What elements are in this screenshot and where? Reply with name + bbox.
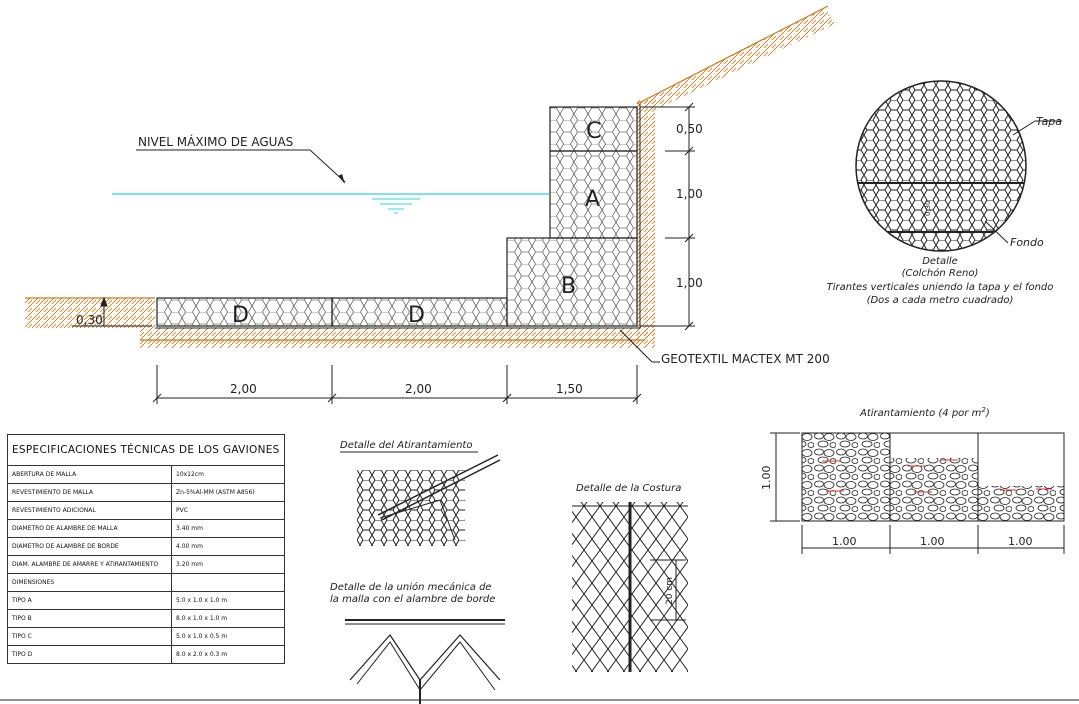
spec-value: 3.20 mm: [171, 555, 285, 574]
table-row: DIAM. ALAMBRE DE AMARRE Y ATIRANTAMIENTO…: [7, 555, 285, 574]
spec-value: 8.0 x 1.0 x 1.0 m: [171, 609, 285, 628]
block-c-label: C: [586, 119, 601, 144]
block-a-label: A: [585, 187, 600, 212]
block-b: [506, 237, 638, 327]
spec-key: DIMENSIONES: [7, 573, 172, 592]
inner-dim: 0,30: [924, 200, 932, 216]
specs-title: ESPECIFICACIONES TÉCNICAS DE LOS GAVIONE…: [7, 434, 285, 466]
costura-mesh: [572, 502, 688, 672]
atir-height-dim: 1.00: [760, 466, 773, 491]
reno-detail-circle: [855, 80, 1062, 252]
spec-key: DIAMETRO DE ALAMBRE DE BORDE: [7, 537, 172, 556]
table-row: DIMENSIONES: [7, 573, 285, 592]
spec-value: 4.00 mm: [171, 537, 285, 556]
right-dimension-chain: [640, 102, 695, 331]
atirantamiento-mesh: [357, 454, 501, 546]
costura-detail-title: Detalle de la Costura: [576, 483, 681, 494]
costura-dim: 20 cm: [665, 577, 675, 605]
dim-right-2: 1,00: [676, 276, 703, 290]
spec-key: DIAMETRO DE ALAMBRE DE MALLA: [7, 519, 172, 538]
spec-value: Zn-5%Al-MM (ASTM A856): [171, 483, 285, 502]
gabion-blocks: [156, 106, 638, 327]
atirantamiento-panels: [801, 432, 1065, 522]
spec-value: PVC: [171, 501, 285, 520]
tapa-label: Tapa: [1036, 115, 1062, 128]
detail-caption-3: (Dos a cada metro cuadrado): [867, 295, 1014, 306]
water-label-leader: [136, 149, 346, 183]
spec-key: REVESTIMIENTO ADICIONAL: [7, 501, 172, 520]
water-label-arrowhead: [338, 174, 345, 184]
soil-hatching: [25, 5, 835, 348]
left-dimension: [72, 296, 152, 327]
detail-caption-1: (Colchón Reno): [902, 267, 979, 279]
dim-bottom-0: 2,00: [230, 382, 257, 396]
union-title-2: la malla con el alambre de borde: [330, 594, 495, 605]
atirantamiento-dims: [770, 432, 1065, 554]
geotextile-label: GEOTEXTIL MACTEX MT 200: [661, 352, 830, 366]
atirantamiento-title: Atirantamiento (4 por m2): [859, 406, 990, 419]
dim-right-0: 0,50: [676, 122, 703, 136]
spec-value: 5.0 x 1.0 x 0.5 m: [171, 627, 285, 646]
atir-dim-1: 1.00: [920, 535, 945, 548]
fondo-label: Fondo: [1010, 236, 1044, 249]
spec-key: TIPO B: [7, 609, 172, 628]
water-level: [112, 193, 549, 214]
block-d2-label: D: [408, 303, 425, 328]
spec-key: TIPO C: [7, 627, 172, 646]
spec-value: 5.0 x 1.0 x 1.0 m: [171, 591, 285, 610]
dim-bottom-1: 2,00: [405, 382, 432, 396]
spec-key: TIPO D: [7, 645, 172, 664]
spec-key: TIPO A: [7, 591, 172, 610]
block-d1-label: D: [232, 303, 249, 328]
block-d1: [156, 297, 333, 327]
spec-value: 10x12cm: [171, 465, 285, 484]
dim-left: 0,30: [76, 313, 103, 327]
water-label: NIVEL MÁXIMO DE AGUAS: [138, 134, 293, 149]
dim-bottom-2: 1,50: [556, 382, 583, 396]
spec-key: DIAM. ALAMBRE DE AMARRE Y ATIRANTAMIENTO: [7, 555, 172, 574]
union-mesh: [345, 619, 505, 704]
spec-key: ABERTURA DE MALLA: [7, 465, 172, 484]
spec-value: 8.0 x 2.0 x 0.3 m: [171, 645, 285, 664]
atirantamiento-detail-title: Detalle del Atirantamiento: [340, 440, 472, 451]
bottom-dimension-chain: [152, 365, 642, 404]
union-title-1: Detalle de la unión mecánica de: [330, 581, 492, 593]
atir-dim-0: 1.00: [832, 535, 857, 548]
specs-table: ESPECIFICACIONES TÉCNICAS DE LOS GAVIONE…: [7, 434, 285, 664]
spec-value: 3.40 mm: [171, 519, 285, 538]
atir-dim-2: 1.00: [1008, 535, 1033, 548]
spec-value: [171, 573, 285, 592]
geotextile-line: [155, 104, 660, 363]
block-d2: [331, 297, 508, 327]
dim-right-1: 1,00: [676, 187, 703, 201]
spec-key: REVESTIMIENTO DE MALLA: [7, 483, 172, 502]
detail-caption-2: Tirantes verticales uniendo la tapa y el…: [827, 282, 1054, 293]
detail-caption-0: Detalle: [922, 256, 958, 267]
block-b-label: B: [561, 274, 576, 299]
